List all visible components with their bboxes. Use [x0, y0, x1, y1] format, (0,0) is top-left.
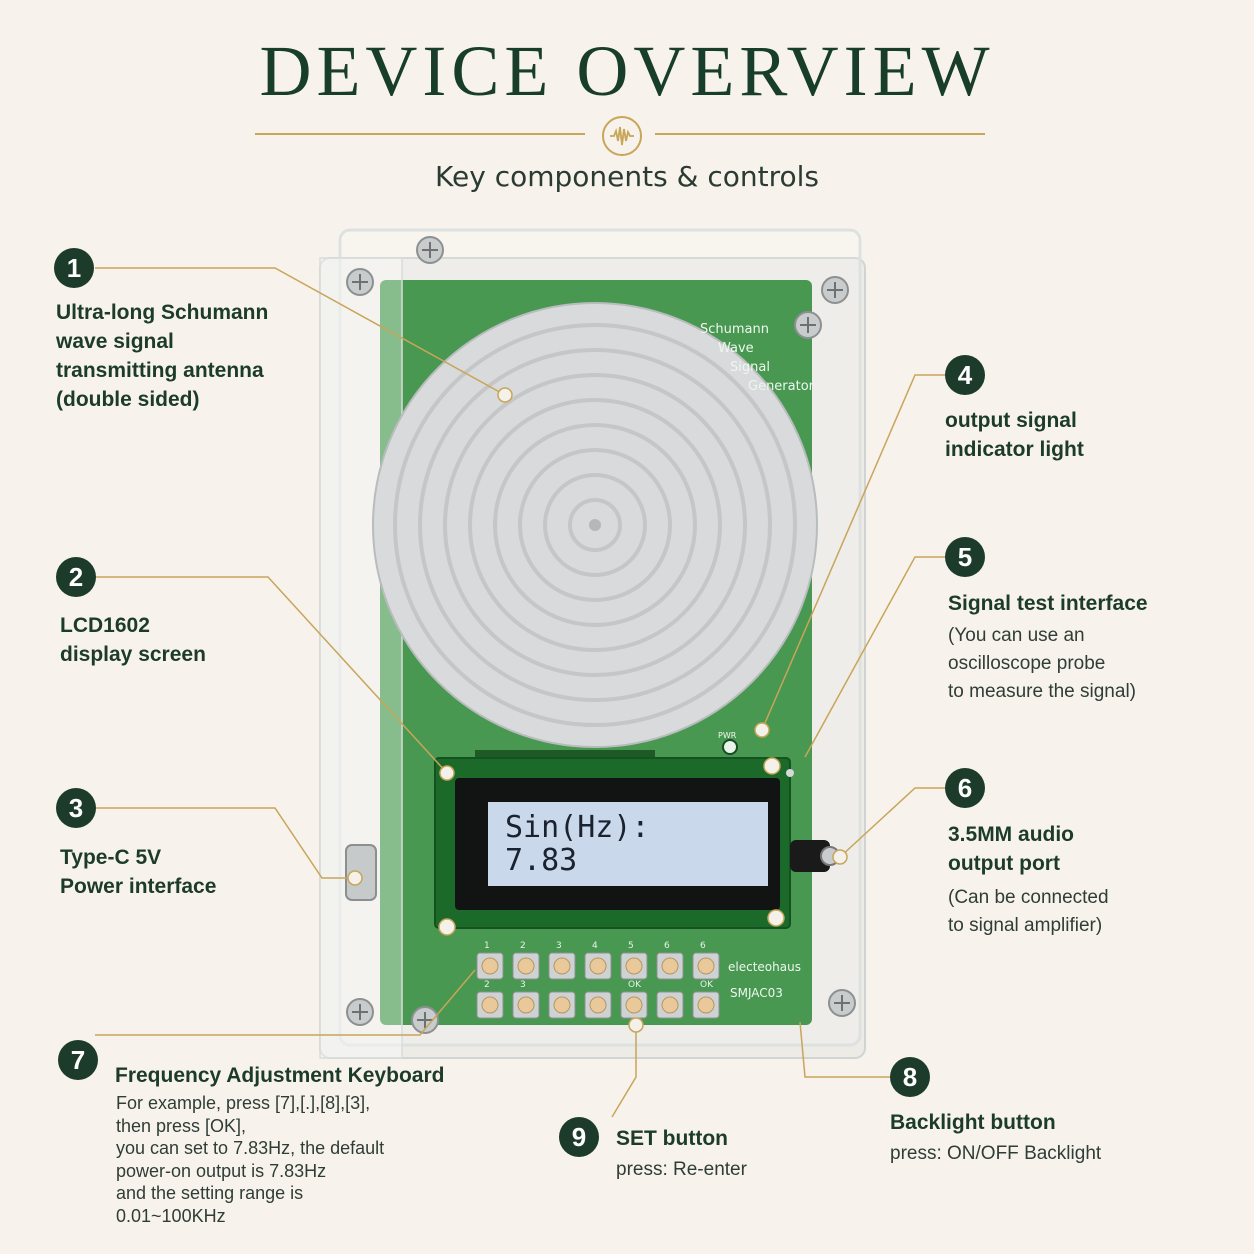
pwr-label: PWR [718, 731, 737, 740]
callout-badge-4: 4 [945, 355, 985, 395]
screw [794, 311, 822, 339]
screw [346, 268, 374, 296]
callout-title-4: output signal indicator light [945, 409, 1084, 461]
keypad-button-cap[interactable] [661, 996, 679, 1014]
acrylic-case-edge [319, 257, 403, 1059]
pcb-title-line: Generator [748, 379, 815, 394]
keypad-button-cap[interactable] [697, 957, 715, 975]
keypad-key-label: 1 [484, 941, 490, 951]
lcd-line-2: 7.83 [505, 843, 578, 878]
callout-title-7: Frequency Adjustment Keyboard [115, 1064, 445, 1087]
keypad-key-label: 4 [592, 941, 598, 951]
callout-title-5: Signal test interface [948, 592, 1148, 615]
keypad-button-cap[interactable] [625, 957, 643, 975]
callout-badge-7: 7 [58, 1040, 98, 1080]
callout-badge-6: 6 [945, 768, 985, 808]
keypad-button-cap[interactable] [481, 957, 499, 975]
keypad-key-label: 2 [520, 941, 526, 951]
screw [821, 276, 849, 304]
brand-label: electeohaus [728, 960, 801, 974]
screw [411, 1006, 439, 1034]
callout-desc-9: press: Re-enter [616, 1159, 747, 1180]
wave-icon-glyph [610, 126, 634, 146]
keyboard [476, 952, 720, 1019]
callout-desc-7: For example, press [7],[.],[8],[3], then… [116, 1093, 385, 1226]
type-c-port [345, 844, 377, 901]
audio-jack-ring [820, 846, 840, 866]
keypad-button-cap[interactable] [589, 957, 607, 975]
wave-icon [602, 116, 642, 156]
keypad-button-cap[interactable] [517, 957, 535, 975]
keypad-button-cap[interactable] [553, 996, 571, 1014]
keypad-button-cap[interactable] [625, 996, 643, 1014]
pcb-title-line: Signal [730, 360, 770, 375]
pcb-title-line: Schumann [700, 322, 769, 337]
page-title: DEVICE OVERVIEW [259, 31, 995, 111]
keypad-key-label: 6 [664, 941, 670, 951]
keypad-button-cap[interactable] [553, 957, 571, 975]
screw [346, 998, 374, 1026]
indicator-led [722, 739, 738, 755]
lcd-screen [488, 802, 768, 886]
callout-desc-5: (You can use an oscilloscope probe to me… [948, 625, 1136, 702]
keypad-key-label: OK [628, 980, 641, 990]
model-label: SMJAC03 [730, 986, 783, 1000]
callout-badge-8: 8 [890, 1057, 930, 1097]
callout-title-8: Backlight button [890, 1111, 1056, 1134]
callout-title-1: Ultra-long Schumann wave signal transmit… [56, 301, 269, 411]
screw [416, 236, 444, 264]
keypad-key-label: 3 [556, 941, 562, 951]
callout-desc-6: (Can be connected to signal amplifier) [948, 887, 1109, 936]
keypad-key-label: 3 [520, 980, 526, 990]
callout-badge-1: 1 [54, 248, 94, 288]
callout-title-2: LCD1602 display screen [60, 614, 206, 666]
callout-badge-5: 5 [945, 537, 985, 577]
keypad-button-cap[interactable] [661, 957, 679, 975]
page-subtitle: Key components & controls [435, 160, 819, 193]
callout-badge-3: 3 [56, 788, 96, 828]
signal-test-pin [786, 769, 794, 777]
keypad-button-cap[interactable] [589, 996, 607, 1014]
lcd-line-1: Sin(Hz): [505, 810, 650, 845]
callout-desc-8: press: ON/OFF Backlight [890, 1143, 1102, 1164]
callout-title-6: 3.5MM audio output port [948, 823, 1075, 875]
keypad-key-label: 5 [628, 941, 634, 951]
keypad-button-cap[interactable] [697, 996, 715, 1014]
callout-badge-9: 9 [559, 1117, 599, 1157]
callout-title-3: Type-C 5V Power interface [60, 846, 217, 898]
keypad-button-cap[interactable] [481, 996, 499, 1014]
keypad-key-label: OK [700, 980, 713, 990]
pcb-title: Schumann Wave Signal Generator [700, 320, 814, 396]
callout-title-9: SET button [616, 1127, 728, 1150]
screw [828, 989, 856, 1017]
callout-badge-2: 2 [56, 557, 96, 597]
keypad-key-label: 6 [700, 941, 706, 951]
title-rule-left [255, 133, 585, 135]
audio-jack [790, 840, 830, 872]
keypad-key-label: 2 [484, 980, 490, 990]
title-rule-right [655, 133, 985, 135]
keypad-button-cap[interactable] [517, 996, 535, 1014]
pcb-title-line: Wave [718, 341, 754, 356]
